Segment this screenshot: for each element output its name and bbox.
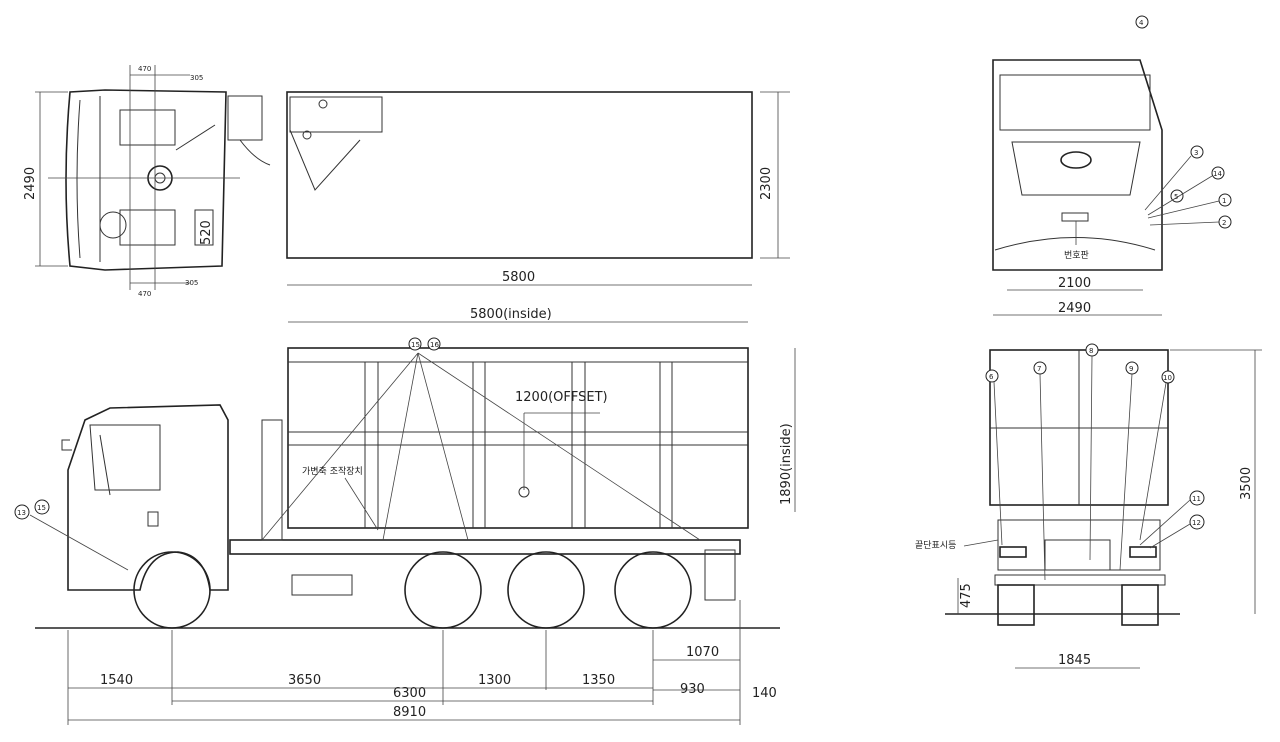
svg-text:6: 6 [989, 373, 994, 381]
svg-text:8: 8 [1089, 347, 1093, 355]
chassis-frame [229, 539, 741, 555]
dim-1300: 1300 [478, 673, 511, 688]
marker-6 [985, 369, 999, 383]
dim-1350: 1350 [582, 673, 615, 688]
svg-text:3: 3 [1194, 149, 1198, 157]
top-view: 470 305 470 305 2490 520 2300 5800 [23, 65, 790, 298]
marker-3 [1190, 145, 1204, 159]
svg-text:10: 10 [1163, 374, 1172, 382]
svg-text:1: 1 [1222, 197, 1226, 205]
dim-1540: 1540 [100, 673, 133, 688]
marker-10 [1161, 370, 1175, 384]
dim-top-470: 470 [138, 65, 151, 73]
dim-1845: 1845 [1058, 653, 1091, 668]
dim-475: 475 [959, 583, 974, 608]
cab-side [67, 404, 229, 591]
marker-15-front [34, 499, 50, 515]
svg-text:2: 2 [1222, 219, 1226, 227]
rear-wheel-3 [614, 551, 692, 629]
dim-3650: 3650 [288, 673, 321, 688]
cab-outline-top [65, 89, 227, 271]
dim-1070: 1070 [686, 645, 719, 660]
marker-1 [1218, 193, 1232, 207]
marker-12 [1189, 514, 1205, 530]
svg-text:12: 12 [1192, 519, 1201, 527]
dim-6300: 6300 [393, 686, 426, 701]
marker-16 [427, 337, 441, 351]
svg-text:16: 16 [430, 341, 439, 349]
container-side [287, 347, 749, 529]
dim-front-2490: 2490 [1058, 301, 1091, 316]
plate-label: 번호판 [1064, 250, 1089, 261]
marker-13 [14, 504, 30, 520]
center-of-gravity-icon [518, 486, 530, 498]
svg-text:7: 7 [1037, 365, 1041, 373]
marker-14 [1211, 166, 1225, 180]
side-view: 15 16 1200(OFFSET) 가변축 조작장치 5800(inside)… [14, 307, 796, 725]
dim-top-305: 305 [190, 74, 203, 82]
dim-2300: 2300 [759, 167, 774, 200]
dim-8910: 8910 [393, 705, 426, 720]
marker-11 [1189, 490, 1205, 506]
cab-front [992, 59, 1163, 271]
dim-5800-inside: 5800(inside) [470, 307, 552, 322]
svg-text:5: 5 [1174, 193, 1178, 201]
svg-text:15: 15 [37, 504, 46, 512]
axle-control-label: 가변축 조작장치 [302, 465, 363, 477]
svg-text:4: 4 [1139, 19, 1144, 27]
container-top [286, 91, 753, 259]
rear-wheel-2 [507, 551, 585, 629]
svg-text:14: 14 [1213, 170, 1222, 178]
dim-cab-width-2490: 2490 [23, 167, 38, 200]
svg-text:9: 9 [1129, 365, 1133, 373]
dim-2100: 2100 [1058, 276, 1091, 291]
dim-930: 930 [680, 682, 705, 697]
marker-15 [408, 337, 422, 351]
dim-bottom-305: 305 [185, 279, 198, 287]
rear-view: 3500 475 1845 끝단표시등 6 7 8 9 10 11 12 [915, 343, 1262, 669]
hyundai-logo [1060, 151, 1092, 169]
dim-bottom-470: 470 [138, 290, 151, 298]
dim-5800: 5800 [502, 270, 535, 285]
marker-4 [1135, 15, 1149, 29]
end-lamp-label: 끝단표시등 [915, 540, 956, 551]
front-view: 번호판 4 3 14 5 1 2 2100 2490 [992, 15, 1232, 316]
dim-140: 140 [752, 686, 777, 701]
dim-520: 520 [199, 220, 214, 245]
front-wheel [133, 551, 211, 629]
svg-text:13: 13 [17, 509, 26, 517]
dim-1890-inside: 1890(inside) [779, 423, 794, 505]
dim-offset: 1200(OFFSET) [515, 390, 608, 405]
svg-text:11: 11 [1192, 495, 1201, 503]
dim-3500: 3500 [1239, 467, 1254, 500]
svg-text:15: 15 [411, 341, 420, 349]
rear-wheel-1 [404, 551, 482, 629]
